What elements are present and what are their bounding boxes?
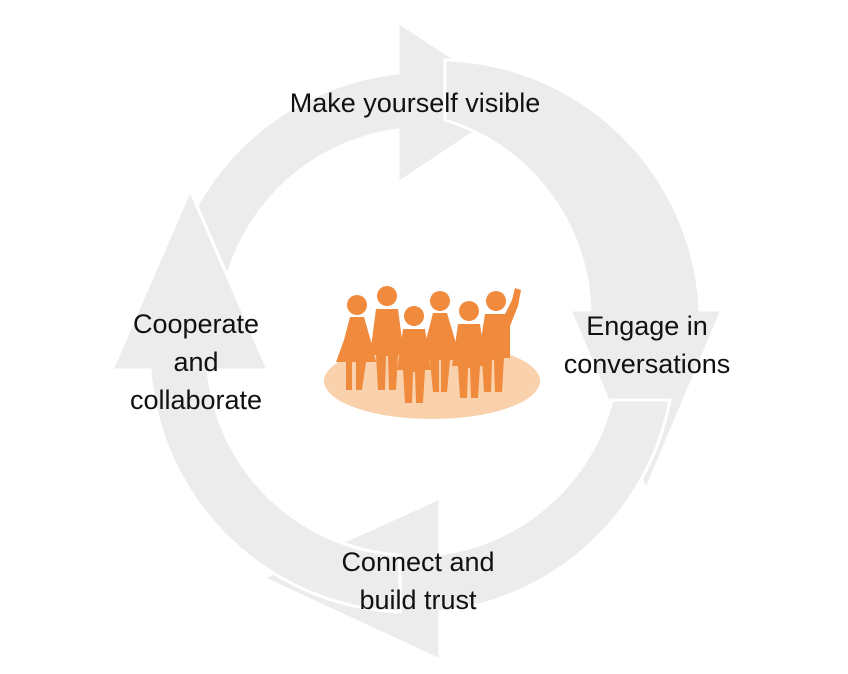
step-label-line: Engage in — [586, 311, 708, 341]
step-label-line: and — [173, 347, 219, 377]
step-label-line: conversations — [563, 349, 731, 379]
arrow-top — [166, 19, 523, 288]
arrow-bottom — [259, 398, 672, 663]
step-label-line: build trust — [359, 585, 477, 615]
arrow-right — [443, 58, 725, 494]
step-label-cooperate: Cooperate and collaborate — [130, 305, 262, 419]
step-label-line: collaborate — [129, 385, 263, 415]
step-label-line: Cooperate — [132, 309, 260, 339]
step-label-make-visible: Make yourself visible — [290, 84, 541, 122]
group-of-people-icon — [324, 286, 540, 419]
cycle-ring — [109, 19, 725, 663]
step-label-line: Connect and — [341, 547, 495, 577]
step-label-connect: Connect and build trust — [341, 543, 494, 619]
step-label-line: Make yourself visible — [289, 88, 541, 118]
arrow-left — [109, 186, 402, 614]
step-label-engage: Engage in conversations — [564, 307, 731, 383]
